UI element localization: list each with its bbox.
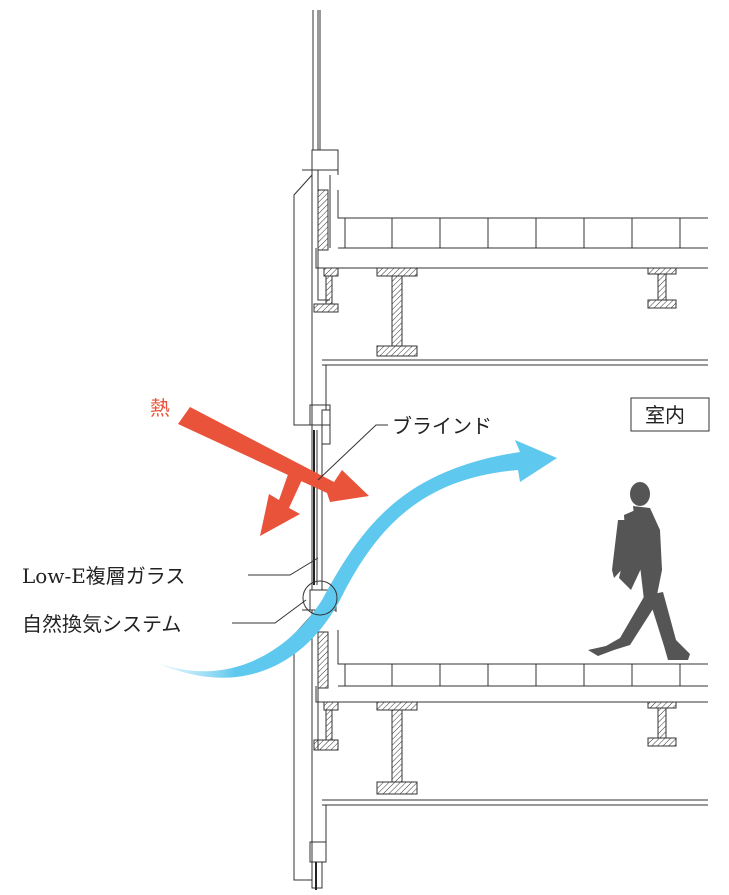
heat-arrows: [178, 407, 369, 536]
blind-label: ブラインド: [392, 414, 492, 438]
glass-leader: [248, 557, 319, 576]
ventilation-leader: [232, 599, 307, 624]
curtain-wall-mullion: [293, 10, 339, 890]
blind-leader: [317, 424, 388, 481]
lower-floor-slab: [313, 630, 708, 845]
lower-deck-ribs: [344, 664, 681, 686]
lower-edge-beam: [313, 701, 339, 751]
glass-label: Low-E複層ガラス: [22, 564, 185, 588]
heat-arrow-reflected: [260, 463, 306, 536]
upper-beam-main: [376, 267, 418, 357]
upper-deck-ribs: [344, 218, 681, 248]
leader-lines: [232, 424, 388, 624]
walking-person-icon: [588, 482, 690, 660]
lower-beam-main: [376, 701, 418, 795]
airflow-arrow: [155, 440, 557, 678]
upper-edge-beam: [313, 267, 339, 313]
ventilation-marker: [302, 580, 338, 616]
upper-floor-slab: [313, 175, 708, 410]
ventilation-label: 自然換気システム: [22, 612, 181, 636]
room-label-box: [630, 397, 710, 432]
heat-arrow-incoming: [178, 407, 369, 502]
room-label: 室内: [645, 403, 685, 427]
lower-beam-secondary: [647, 701, 677, 747]
upper-beam-secondary: [647, 267, 677, 309]
heat-label: 熱: [150, 396, 170, 420]
